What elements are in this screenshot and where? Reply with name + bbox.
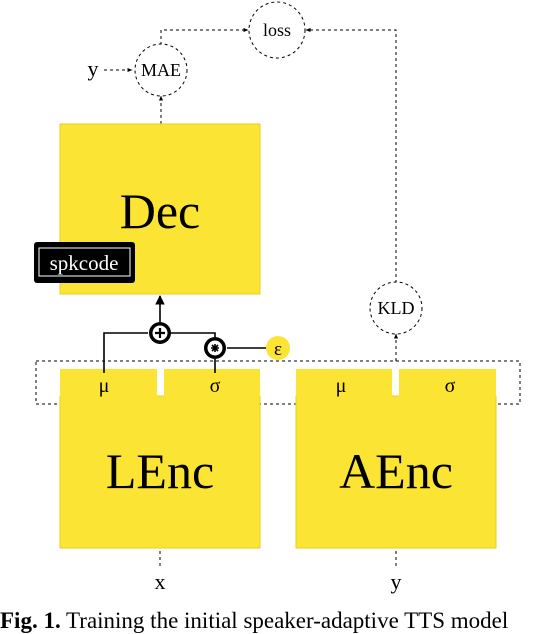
epsilon-node [266,336,290,360]
mae-to-loss-arrow [160,28,249,45]
spkcode-badge [34,242,135,283]
lenc-sigma-label: σ [210,375,221,397]
dec-label: Dec [120,183,201,239]
aenc-mu-label: μ [336,375,347,397]
lenc-mu-block [60,369,157,397]
lenc-mu-label: μ [99,375,110,397]
asterisk-icon [211,344,219,352]
y-bottom-label: y [391,569,402,594]
aenc-block [295,395,497,549]
lenc-block [59,395,261,549]
aenc-sigma-label: σ [445,375,456,397]
spkcode-label: spkcode [50,251,119,275]
aenc-sigma-block [399,369,496,397]
latent-dashed-box [35,360,521,405]
mu-to-plus-line [103,332,148,373]
loss-node [248,1,306,59]
lenc-sigma-block [164,369,260,397]
aenc-label: AEnc [339,443,453,499]
kld-node [369,281,423,335]
mae-node [134,43,188,97]
figure-caption-label: Fig. 1. [0,608,61,633]
figure-caption: Fig. 1. Training the initial speaker-ada… [0,608,556,634]
aenc-mu-block [296,369,392,397]
figure-caption-text: Training the initial speaker-adaptive TT… [66,608,509,633]
mult-to-plus-line [171,332,216,339]
plus-icon [155,328,165,338]
loss-label: loss [263,20,291,40]
kld-to-loss-arrow [305,28,397,283]
y-top-label: y [88,56,99,81]
mae-label: MAE [141,60,181,80]
epsilon-label: ε [274,339,282,360]
lenc-label: LEnc [106,443,214,499]
x-bottom-label: x [155,569,166,594]
kld-label: KLD [378,298,415,318]
spkcode-inner-border [38,247,131,277]
